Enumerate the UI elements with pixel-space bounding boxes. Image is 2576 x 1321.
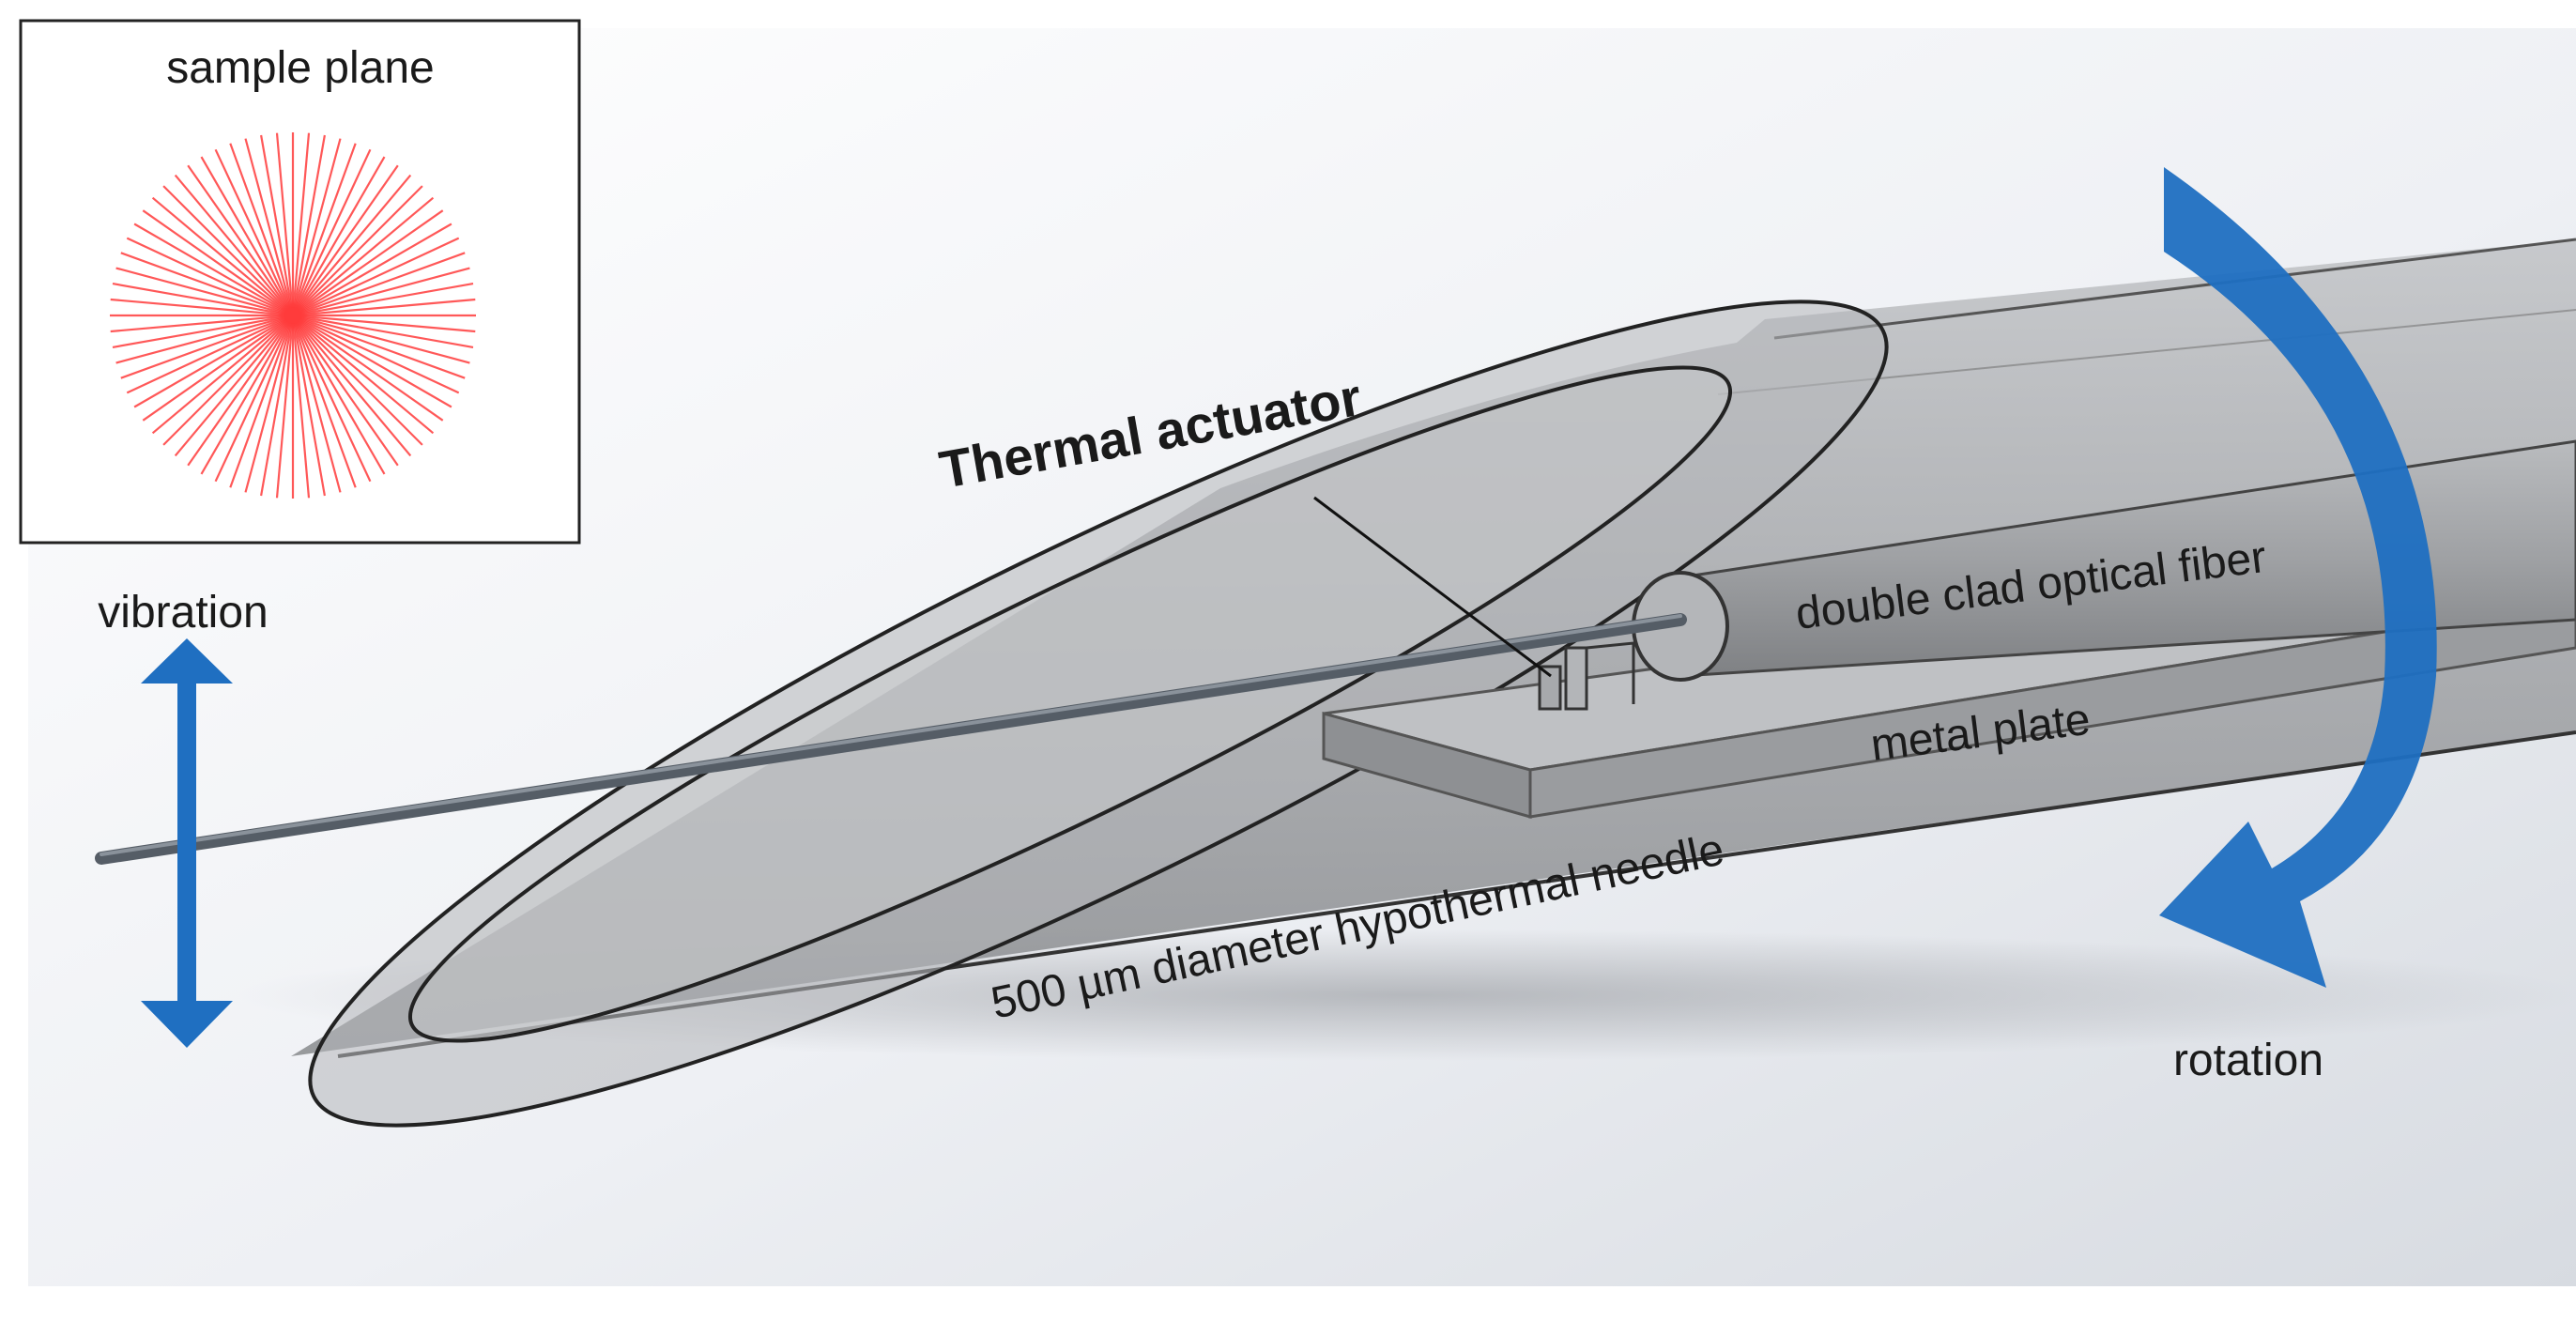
sample-plane-label: sample plane	[166, 43, 435, 93]
rotation-label: rotation	[2173, 1036, 2323, 1085]
sample-plane-box	[19, 19, 581, 545]
rotation-arrow	[2159, 167, 2437, 988]
scan-center-dot	[284, 307, 301, 324]
scan-pattern	[110, 132, 476, 499]
fiber-rod	[95, 613, 1687, 865]
fiber-rod-highlight	[100, 614, 1682, 856]
needle-top-edge	[1773, 238, 2576, 340]
needle-bevel-inner	[407, 365, 1733, 1043]
vibration-label: vibration	[98, 588, 268, 637]
thermal-actuator-leader	[1313, 496, 1552, 678]
vibration-arrow	[141, 638, 233, 1048]
optical-fiber-cylinder	[1632, 439, 2576, 682]
thermal-actuator-part	[1538, 641, 1635, 711]
